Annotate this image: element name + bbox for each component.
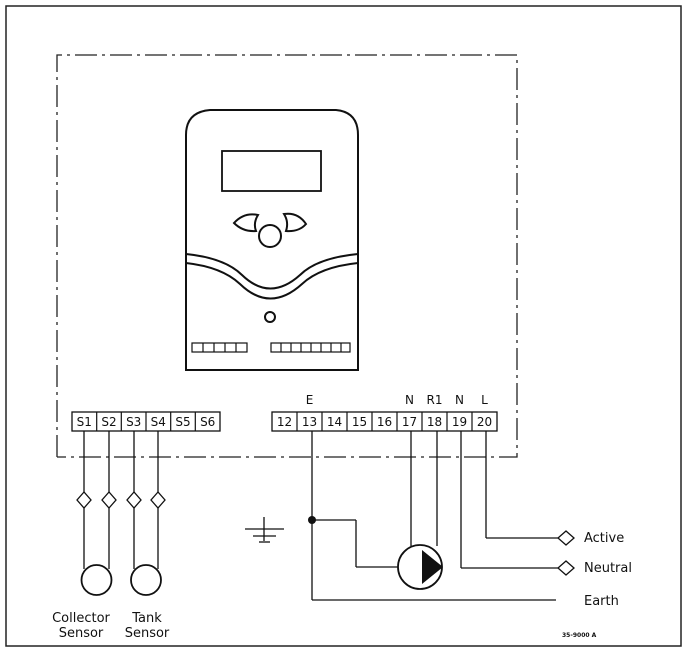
terminal-19: 19: [452, 415, 467, 429]
terminal-cover-slots: [191, 342, 351, 353]
marker-line: L: [481, 393, 488, 407]
earth-wiring: [311, 431, 556, 601]
active-terminal-icon: [557, 530, 575, 546]
collector-label-line2: Sensor: [59, 626, 104, 641]
terminal-s1: S1: [77, 415, 92, 429]
drawing-reference: 35-9000 A: [562, 632, 597, 639]
collector-sensor: [76, 431, 117, 596]
cover-upper-line: [185, 253, 359, 290]
status-led: [264, 311, 276, 323]
neutral-terminal-icon: [557, 560, 575, 576]
enclosure-boundary: [56, 54, 518, 458]
terminal-s6: S6: [200, 415, 215, 429]
controller-display: [221, 150, 322, 192]
marker-pump-neutral: N: [405, 393, 414, 407]
marker-relay-r1: R1: [427, 393, 443, 407]
tank-label-line1: Tank: [131, 611, 162, 626]
marker-neutral: N: [455, 393, 464, 407]
terminal-15: 15: [352, 415, 367, 429]
pump-icon: [397, 544, 443, 590]
tank-sensor: [126, 431, 166, 596]
terminal-14: 14: [327, 415, 342, 429]
ground-symbol-icon: [245, 517, 284, 543]
terminal-s4: S4: [151, 415, 166, 429]
earth-junction-dot: [308, 516, 316, 524]
earth-label: Earth: [584, 594, 619, 609]
mains-wiring: [460, 431, 575, 576]
terminal-12: 12: [277, 415, 292, 429]
terminal-17: 17: [402, 415, 417, 429]
collector-label-line1: Collector: [52, 611, 110, 626]
pump-wiring: [410, 431, 438, 546]
terminal-20: 20: [477, 415, 492, 429]
active-label: Active: [584, 531, 624, 546]
controller-housing: [185, 109, 359, 371]
cover-lower-line: [185, 262, 359, 300]
controller-unit: [185, 109, 359, 371]
terminal-13: 13: [302, 415, 317, 429]
terminal-s3: S3: [126, 415, 141, 429]
page-border: [5, 5, 682, 647]
tank-label-line2: Sensor: [125, 626, 170, 641]
left-arrow-key: [232, 213, 260, 233]
terminal-s2: S2: [101, 415, 116, 429]
select-key: [258, 224, 282, 248]
sensor-terminal-block: S1 S2 S3 S4 S5 S6: [71, 411, 221, 432]
neutral-label: Neutral: [584, 561, 632, 576]
marker-earth: E: [306, 393, 314, 407]
terminal-18: 18: [427, 415, 442, 429]
right-arrow-key: [282, 212, 308, 233]
terminal-s5: S5: [175, 415, 190, 429]
terminal-16: 16: [377, 415, 392, 429]
output-terminal-block: 12 13 14 15 16 17 18 19 20: [271, 411, 498, 432]
